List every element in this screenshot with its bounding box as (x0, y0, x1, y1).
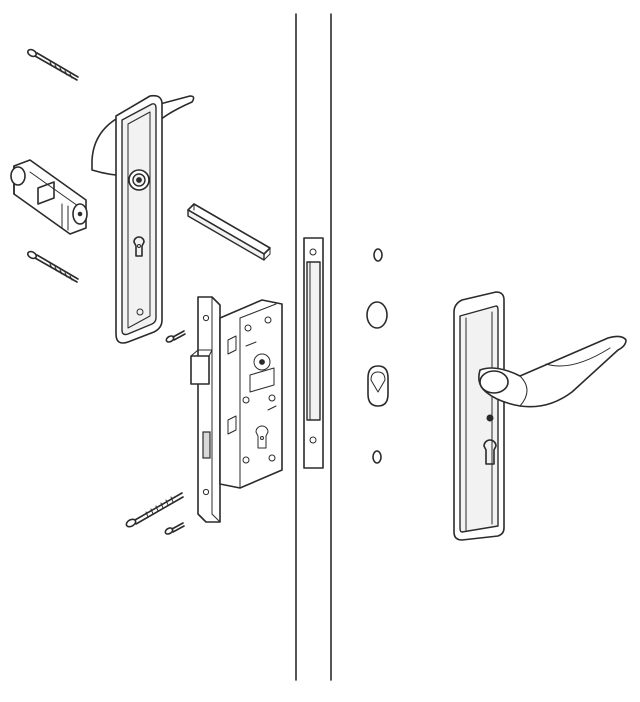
door-holes (366, 248, 389, 464)
screw-long-middle (26, 250, 79, 283)
cylinder (10, 159, 88, 235)
small-screw-upper (165, 330, 186, 343)
spindle (187, 203, 271, 261)
outer-handle-plate (453, 291, 627, 541)
long-screw-lower (125, 492, 184, 528)
screw-long-top (26, 48, 79, 81)
strike-plate (303, 237, 324, 469)
inner-escutcheon-plate (91, 94, 195, 344)
door-panel (295, 13, 332, 681)
mortise-lock-body (190, 296, 283, 523)
small-screw-lower (164, 522, 185, 535)
